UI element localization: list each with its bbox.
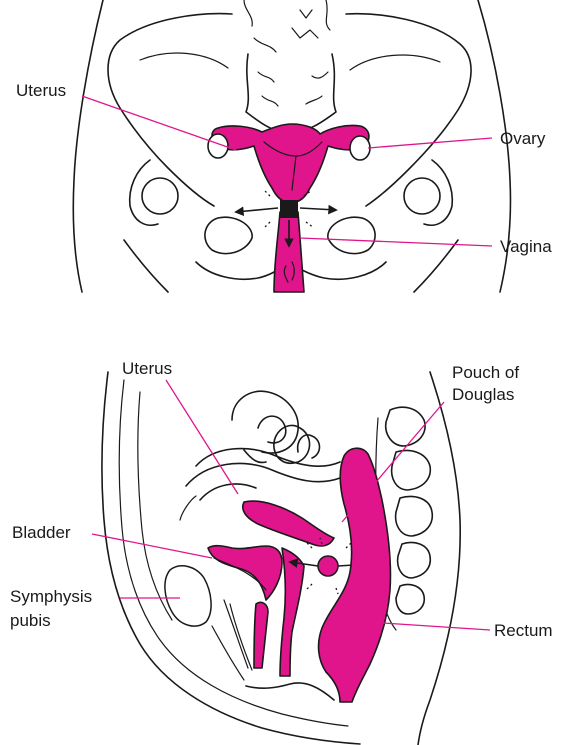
pubic-arch xyxy=(196,262,278,279)
peritoneum xyxy=(200,484,256,500)
label-vagina: Vagina xyxy=(500,236,552,257)
vagina-side xyxy=(280,548,304,676)
pelvis-inner xyxy=(140,53,228,68)
vagina-leader xyxy=(300,238,492,246)
hip-socket xyxy=(142,178,178,214)
obturator-foramen xyxy=(205,217,252,253)
front-view-diagram xyxy=(73,0,510,292)
label-symphysis-line2: pubis xyxy=(10,610,51,631)
sacrum xyxy=(246,54,336,134)
bladder-leader xyxy=(92,534,212,558)
hip-joint xyxy=(424,160,452,225)
label-uterus-front: Uterus xyxy=(16,80,66,101)
label-bladder: Bladder xyxy=(12,522,71,543)
label-pouch-line2: Douglas xyxy=(452,384,514,405)
pubic-arch xyxy=(302,262,386,279)
peritoneum xyxy=(180,496,196,520)
body-outline xyxy=(73,0,103,292)
symphysis-pubis xyxy=(165,566,211,626)
urethra xyxy=(254,602,268,668)
label-pouch-line1: Pouch of xyxy=(452,362,519,383)
spread-arrow-left xyxy=(236,208,278,212)
sacrum xyxy=(244,0,330,52)
pelvis-inner xyxy=(350,55,440,70)
label-rectum: Rectum xyxy=(494,620,553,641)
intestines xyxy=(232,391,320,463)
label-uterus-side: Uterus xyxy=(122,358,172,379)
uterus-side-leader xyxy=(166,380,238,494)
uterus-front-leader xyxy=(82,96,236,150)
thigh-outline xyxy=(124,240,168,292)
sacrum-detail xyxy=(258,72,328,106)
pelvic-floor xyxy=(212,600,252,680)
spread-arrow-right xyxy=(300,208,336,210)
rectum-leader xyxy=(368,622,490,630)
hip-joint xyxy=(130,160,158,225)
pelvis-outline xyxy=(108,14,232,206)
hip-socket xyxy=(404,178,440,214)
lesion-marker xyxy=(318,556,338,576)
uterus-front xyxy=(212,124,369,202)
perineum xyxy=(246,683,334,700)
ovary-right xyxy=(350,136,370,160)
side-view-diagram xyxy=(92,372,490,745)
lesion-marker xyxy=(280,200,298,218)
label-ovary: Ovary xyxy=(500,128,545,149)
thigh-outline xyxy=(414,240,458,292)
label-symphysis-line1: Symphysis xyxy=(10,586,92,607)
obturator-foramen xyxy=(328,217,375,253)
pelvis-outline xyxy=(346,14,471,206)
